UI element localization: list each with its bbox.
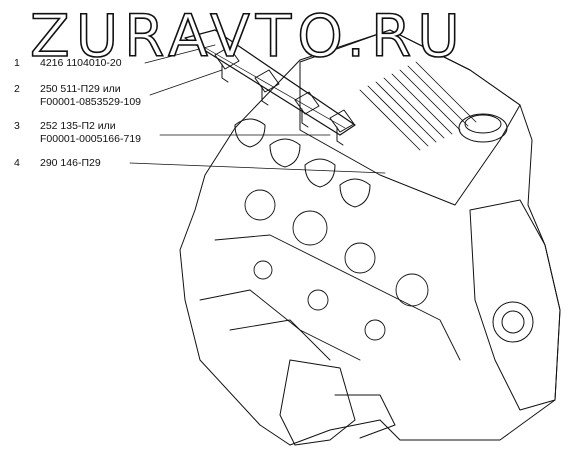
- valve-cover: [299, 29, 521, 206]
- callout-number: 3: [14, 120, 20, 132]
- injectors: [214, 46, 355, 146]
- intake-ports: [234, 118, 371, 208]
- engine-mount-bracket: [279, 359, 356, 446]
- callout-2: 2 250 511-П29 или F00001-0853529-109: [14, 83, 174, 111]
- leader-line-1: [144, 44, 216, 64]
- callout-part-number-alt: F00001-0853529-109: [40, 96, 142, 108]
- leader-line-4: [129, 162, 386, 174]
- callout-number: 1: [14, 57, 20, 69]
- oil-filler-cap: [458, 113, 508, 143]
- callout-part-number: 250 511-П29 или: [40, 83, 121, 95]
- callout-part-number: 290 146-П29: [40, 157, 101, 169]
- callout-number: 2: [14, 83, 20, 95]
- callout-number: 4: [14, 157, 20, 169]
- engine-block-outline: [179, 29, 561, 446]
- leader-lines: [129, 44, 386, 174]
- callout-part-number-alt: F00001-0005166-719: [40, 133, 142, 145]
- callout-1: 1 4216 1104010-20: [14, 57, 174, 71]
- valve-cover-ribs: [359, 61, 477, 151]
- callout-3: 3 252 135-П2 или F00001-0005166-719: [14, 120, 174, 148]
- block-details: [199, 189, 461, 361]
- callout-part-number: 252 135-П2 или: [40, 120, 116, 132]
- callout-4: 4 290 146-П29: [14, 157, 174, 171]
- leader-line-2: [149, 69, 223, 96]
- watermark-text: ZURAVTO.RU: [29, 2, 466, 70]
- timing-cover: [469, 199, 561, 411]
- callout-part-number: 4216 1104010-20: [40, 57, 122, 69]
- fuel-rail: [184, 29, 356, 136]
